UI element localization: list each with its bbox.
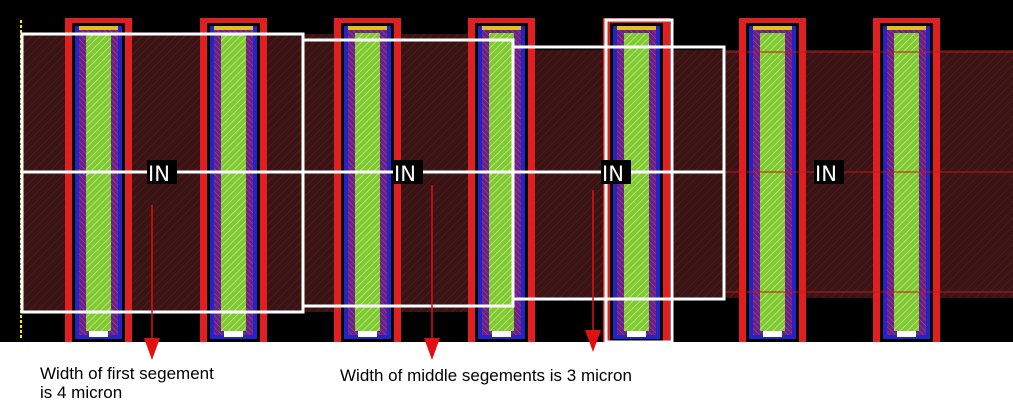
finger-3-top-contact	[348, 26, 387, 30]
in-label-3: IN	[602, 162, 624, 186]
finger-6-gate	[760, 33, 785, 331]
finger-1-bottom-contact	[89, 331, 108, 337]
in-label-1: IN	[148, 162, 170, 186]
arrow-head-middle-1	[424, 338, 440, 360]
finger-1-gate	[86, 33, 111, 331]
annotation-arrows	[144, 185, 601, 360]
in-labels: IN IN IN IN	[147, 160, 844, 186]
finger-7-bottom-contact	[897, 331, 916, 337]
arrow-head-middle-2	[585, 330, 601, 352]
caption-first-segment-line1: Width of first segement	[40, 364, 214, 383]
finger-3-bottom-contact	[358, 331, 377, 337]
finger-4-gate	[489, 33, 514, 331]
red-guide-lines	[724, 51, 1013, 293]
finger-2-gate	[221, 33, 246, 331]
finger-6-top-contact	[753, 26, 792, 30]
finger-4-bottom-contact	[492, 331, 511, 337]
finger-3-gate	[355, 33, 380, 331]
finger-1-top-contact	[79, 26, 118, 30]
finger-5-bottom-contact	[627, 331, 646, 337]
finger-4-top-contact	[482, 26, 521, 30]
transistor-fingers	[65, 18, 940, 342]
in-label-4: IN	[815, 162, 837, 186]
finger-6-bottom-contact	[763, 331, 782, 337]
caption-first-segment-line2: is 4 micron	[40, 383, 123, 402]
in-label-2: IN	[394, 162, 416, 186]
caption-middle-segments: Width of middle segements is 3 micron	[340, 366, 632, 385]
finger-2-top-contact	[214, 26, 253, 30]
arrow-head-first	[144, 338, 160, 360]
finger-2-bottom-contact	[224, 331, 243, 337]
finger-7-top-contact	[887, 26, 926, 30]
finger-5-top-contact	[617, 26, 656, 30]
finger-7-gate	[894, 33, 919, 331]
